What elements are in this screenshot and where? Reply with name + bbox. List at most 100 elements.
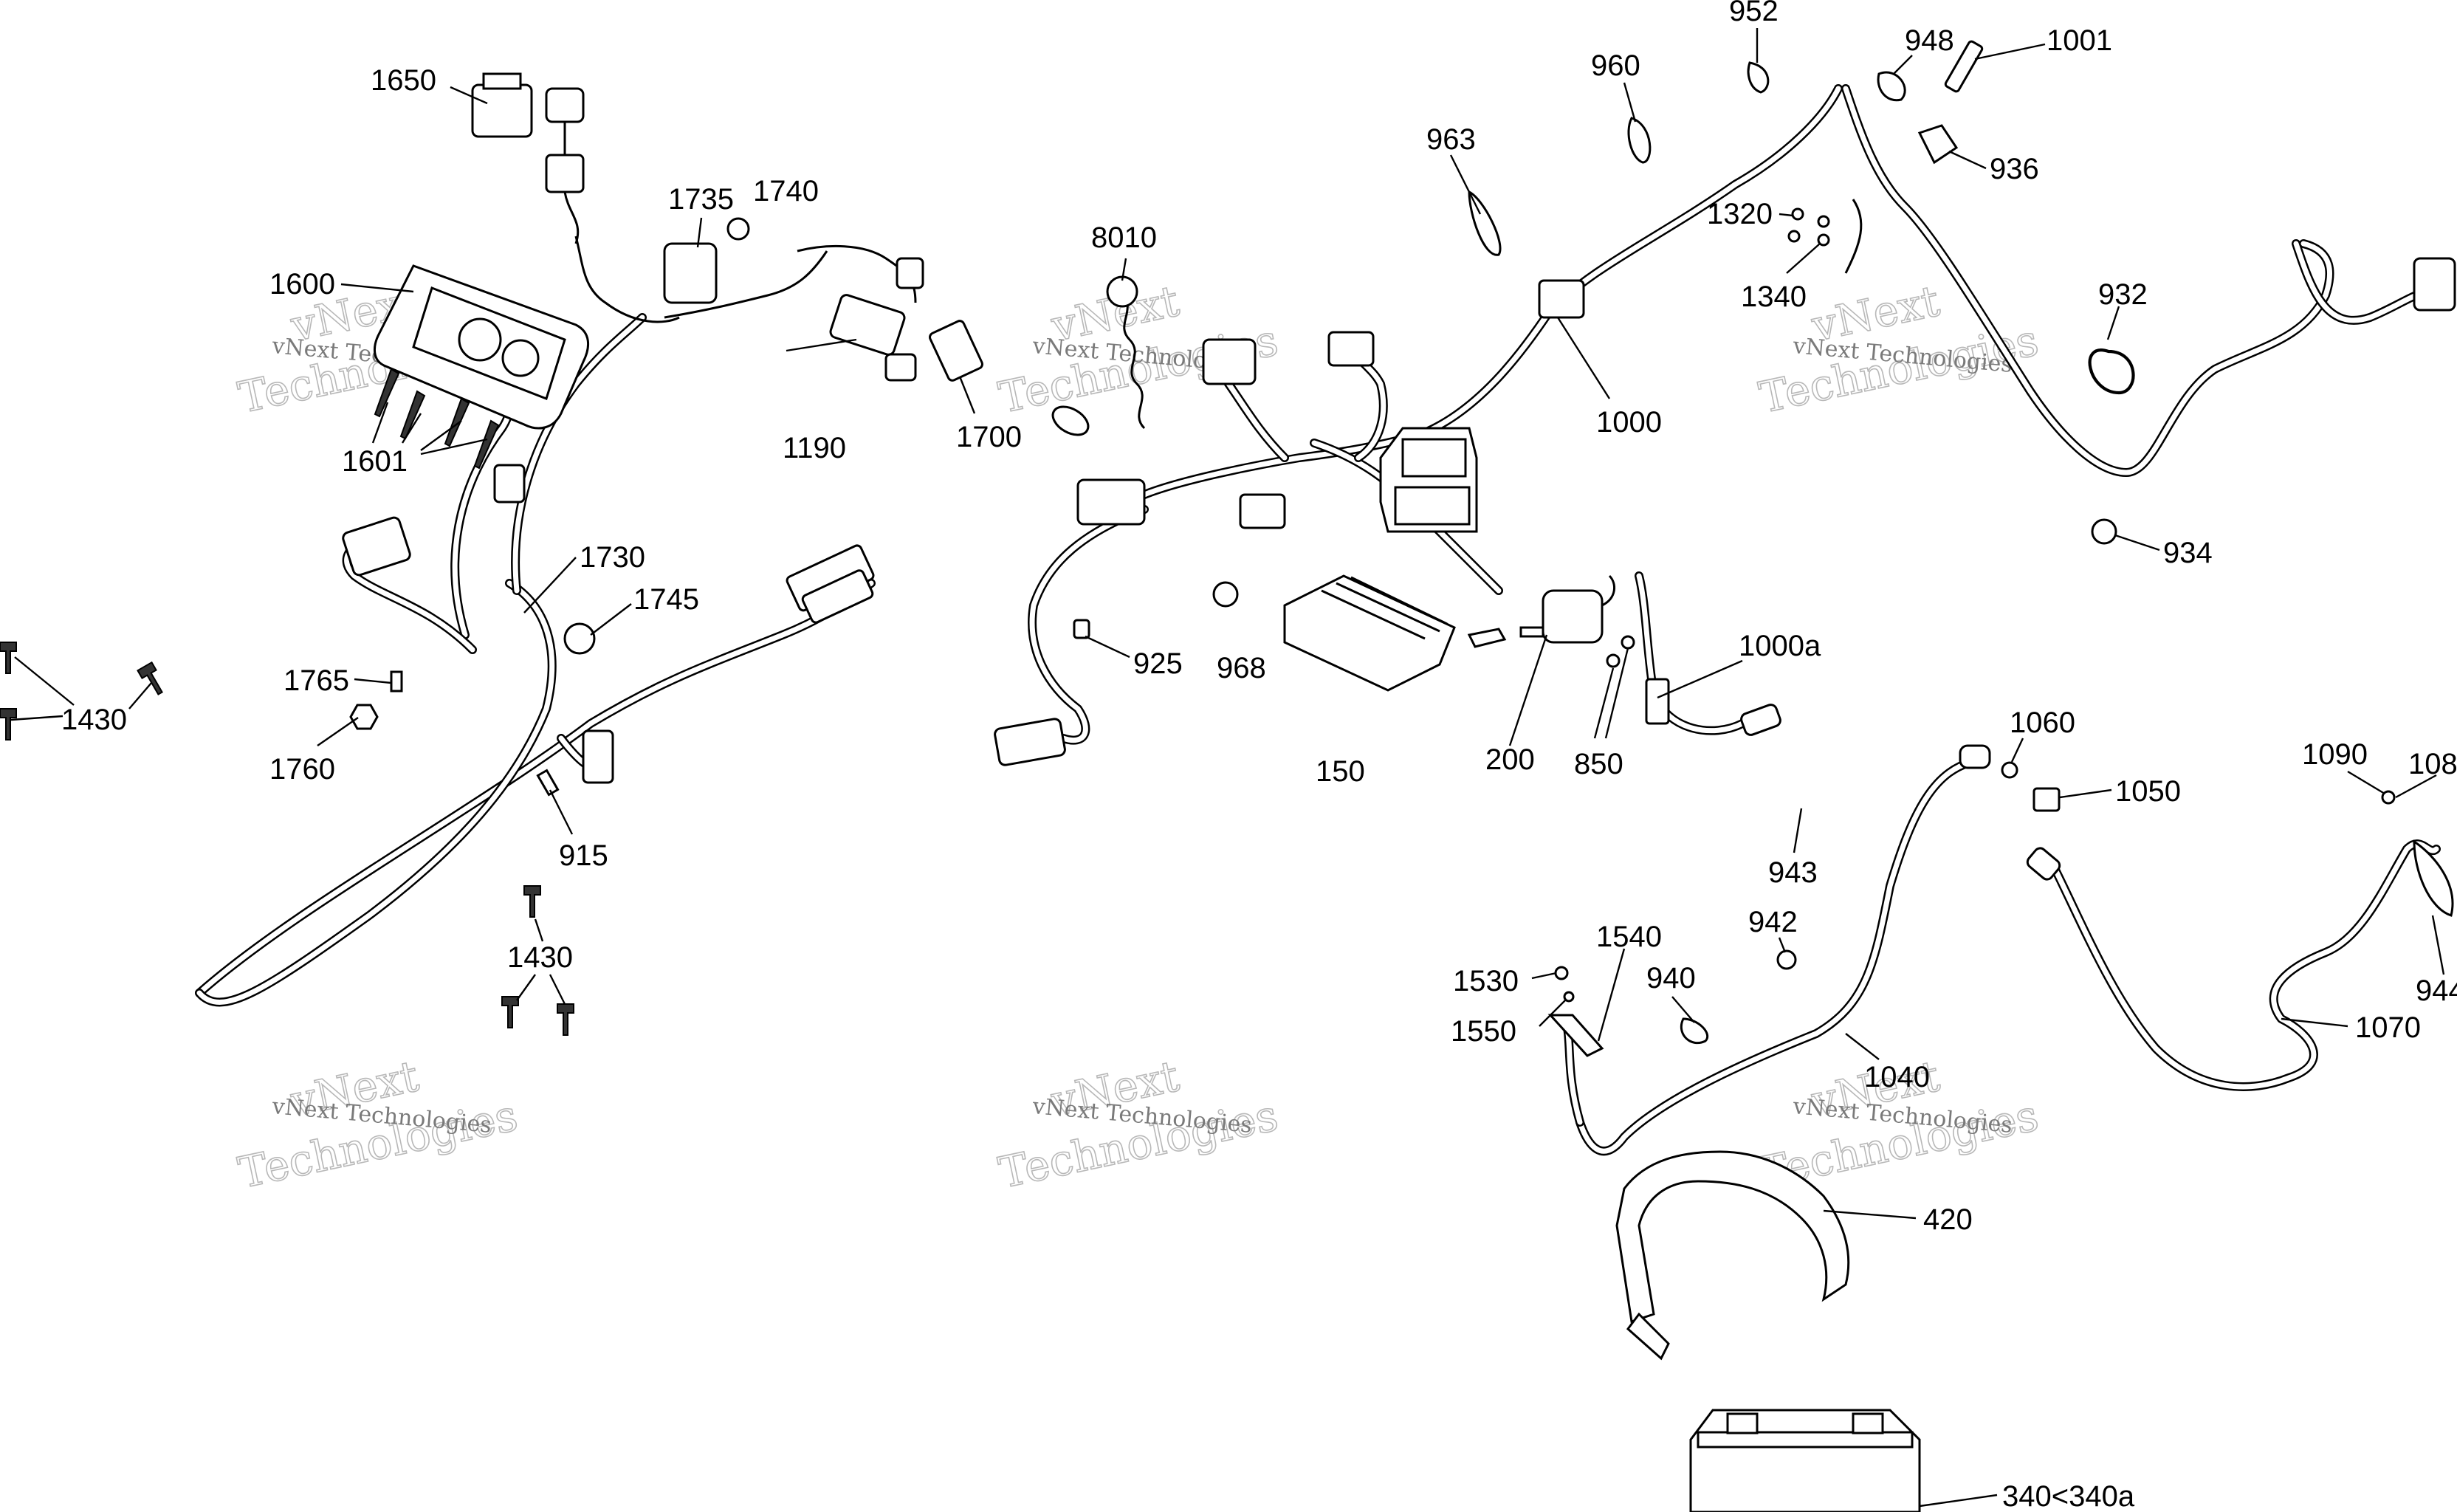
regulator-150 (1283, 574, 1456, 692)
leader-1320 (1779, 213, 1793, 217)
boot-944 (2413, 839, 2454, 917)
connector-mini (896, 257, 924, 289)
sleeve-1001 (1944, 40, 1984, 93)
callout-952: 952 (1729, 0, 1779, 27)
leader-1430-f (549, 974, 566, 1005)
strap-body (1615, 1150, 1850, 1323)
bracket-1540 (1547, 1014, 1604, 1057)
callout-1600: 1600 (269, 268, 335, 300)
sensor-8010 (1106, 275, 1138, 308)
clip-968 (1212, 581, 1239, 608)
clip-960 (1627, 117, 1652, 164)
callout-1735: 1735 (668, 183, 734, 216)
leader-1765 (354, 678, 392, 684)
callout-1050: 1050 (2115, 775, 2181, 808)
callout-labels: 1650 1600 1601 1735 1740 1190 1700 1730 … (61, 0, 2457, 1512)
callout-932: 932 (2098, 278, 2148, 311)
bolt-1530 (1554, 966, 1569, 980)
connector-top-b (545, 154, 585, 193)
cable-1070-inner (2049, 841, 2439, 1090)
callout-200: 200 (1485, 743, 1535, 776)
holder-936 (1917, 124, 1959, 165)
callout-942: 942 (1748, 906, 1798, 938)
callout-934: 934 (2163, 537, 2213, 569)
clip-952 (1747, 61, 1770, 94)
solenoid-body (1542, 589, 1604, 644)
leader-1650 (450, 86, 488, 105)
cable-1070-outer (2048, 839, 2441, 1091)
cable-1040-inner (1577, 757, 1982, 1154)
callout-968: 968 (1217, 652, 1266, 684)
solenoid-tab (1519, 626, 1544, 638)
callout-1070: 1070 (2355, 1011, 2421, 1044)
leader-1735 (696, 217, 703, 248)
relay-1650 (471, 83, 533, 138)
leader-1070 (2281, 1017, 2348, 1028)
fastener-915 (536, 769, 560, 797)
clip-925 (1073, 619, 1090, 639)
callout-1000a: 1000a (1739, 630, 1821, 662)
leader-948 (1893, 55, 1913, 75)
leader-960 (1623, 82, 1637, 123)
leader-925 (1085, 635, 1130, 659)
leader-943 (1793, 808, 1803, 853)
leader-1340 (1786, 243, 1821, 274)
wire-top-connectors (563, 122, 580, 244)
connector-1190b (884, 353, 917, 382)
washer-1550 (1563, 991, 1575, 1003)
washer-1340-b (1817, 233, 1830, 247)
connector-915 (582, 729, 614, 784)
callout-1060: 1060 (2010, 707, 2075, 739)
connector-left (342, 516, 411, 577)
lead-small (1467, 628, 1507, 648)
callout-1745: 1745 (633, 583, 699, 616)
callout-850: 850 (1574, 748, 1623, 780)
plug-1765 (390, 670, 403, 693)
callout-1000: 1000 (1596, 406, 1662, 439)
callout-1700: 1700 (956, 421, 1022, 453)
connector-dual-b (801, 569, 874, 624)
leader-1601-c (420, 420, 462, 451)
leader-200 (1508, 634, 1548, 746)
callout-340: 340<340a (2002, 1480, 2135, 1512)
callout-1765: 1765 (284, 664, 349, 697)
callout-420: 420 (1923, 1203, 1973, 1236)
regulator-body (1283, 574, 1456, 692)
connector-top-a (545, 87, 585, 123)
nut-850-b (1606, 653, 1621, 668)
switch-1735 (663, 242, 718, 304)
callout-1740: 1740 (753, 175, 819, 207)
leader-850-a (1593, 667, 1615, 739)
callout-944: 944 (2416, 975, 2457, 1007)
leader-1430-c (128, 682, 152, 709)
connector-center-left (1076, 478, 1146, 526)
gauge-dial-right (501, 339, 540, 377)
leader-1745 (590, 603, 632, 636)
leader-1700 (958, 376, 976, 414)
callout-940: 940 (1646, 962, 1696, 994)
callout-108: 108 (2408, 748, 2457, 780)
connector-center-top (1202, 338, 1257, 385)
leader-8010 (1121, 258, 1127, 281)
callout-1190: 1190 (783, 432, 846, 464)
battery-340 (1689, 1409, 1921, 1512)
rivet-1430-a (0, 642, 17, 674)
leader-942 (1778, 937, 1787, 953)
callout-960: 960 (1591, 49, 1640, 82)
leader-1040 (1845, 1033, 1880, 1060)
gauge-1600 (374, 264, 590, 430)
leader-944 (2431, 915, 2445, 975)
callout-1340: 1340 (1741, 281, 1807, 313)
harness-return-inner (196, 580, 555, 1005)
nut-850-a (1621, 635, 1635, 650)
callout-1650: 1650 (371, 64, 436, 97)
connector-small (493, 464, 526, 504)
bolt-1050 (2032, 787, 2061, 812)
harness-top-wire (574, 236, 680, 323)
battery-terminal-a (1726, 1412, 1759, 1434)
right-harness (1468, 40, 2456, 1512)
leader-1530 (1531, 972, 1557, 980)
callout-948: 948 (1905, 24, 1954, 57)
terminal-1000a (1740, 704, 1781, 736)
connector-center-bottom (994, 718, 1066, 766)
